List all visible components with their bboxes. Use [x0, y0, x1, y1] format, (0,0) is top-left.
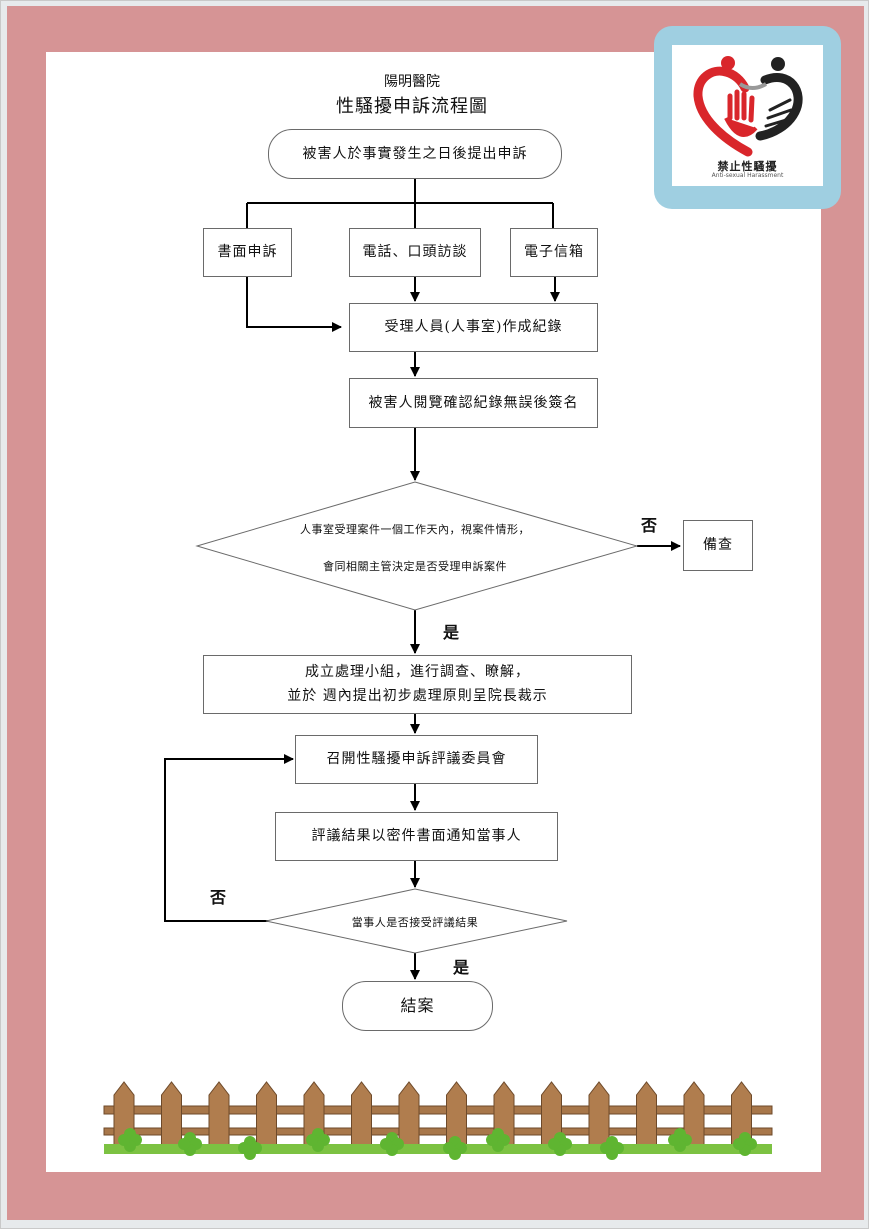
clover-icon: [178, 1132, 202, 1156]
yes-label-1: 是: [443, 623, 460, 642]
decision-accept-result: [265, 888, 568, 954]
fence-picket: [351, 1081, 372, 1149]
start-complaint: 被害人於事實發生之日後提出申訴: [268, 129, 562, 179]
channel-phone: 電話、口頭訪談: [349, 228, 481, 277]
hospital-name: 陽明醫院: [384, 74, 440, 90]
no-label-2: 否: [210, 888, 227, 907]
file-box: 備查: [683, 520, 753, 571]
clover-icon: [118, 1128, 142, 1152]
clover-icon: [600, 1136, 624, 1160]
clover-icon: [733, 1132, 757, 1156]
clover-icon: [548, 1132, 572, 1156]
fence-picket: [398, 1081, 420, 1149]
confirm-box: 被害人閱覽確認紀錄無誤後簽名: [349, 378, 598, 428]
fence-picket: [208, 1081, 230, 1149]
fence-picket: [256, 1081, 277, 1149]
decision-accept-case: [195, 481, 639, 611]
clover-icon: [238, 1136, 262, 1160]
badge-sublabel: Anti-sexual Harassment: [711, 172, 784, 179]
fence-picket: [161, 1081, 182, 1149]
clover-icon: [668, 1128, 692, 1152]
record-box: 受理人員(人事室)作成紀錄: [349, 303, 598, 352]
channel-written: 書面申訴: [203, 228, 292, 277]
notify-box: 評議結果以密件書面通知當事人: [275, 812, 558, 861]
chart-title: 性騷擾申訴流程圖: [336, 96, 488, 117]
no-label-1: 否: [641, 516, 658, 535]
decision1-line1: 人事室受理案件一個工作天內，視案件情形，: [300, 523, 530, 536]
badge-label: 禁止性騷擾: [717, 160, 778, 173]
clover-icon: [443, 1136, 467, 1160]
fence-picket: [636, 1081, 657, 1149]
clover-icon: [306, 1128, 330, 1152]
person-head-red-icon: [721, 56, 735, 70]
team-line1: 成立處理小組，進行調查、瞭解，: [305, 663, 530, 680]
person-head-black-icon: [771, 57, 785, 71]
decision1-line2: 會同相關主管決定是否受理申訴案件: [323, 560, 507, 573]
team-box: 成立處理小組，進行調查、瞭解， 並於 週內提出初步處理原則呈院長裁示: [203, 655, 632, 714]
committee-box: 召開性騷擾申訴評議委員會: [295, 735, 538, 784]
fence-picket: [588, 1081, 610, 1149]
yes-label-2: 是: [453, 958, 470, 977]
team-line2: 並於 週內提出初步處理原則呈院長裁示: [287, 687, 548, 704]
end-box: 結案: [342, 981, 493, 1031]
channel-email: 電子信箱: [510, 228, 598, 277]
decision2-text: 當事人是否接受評議結果: [351, 916, 479, 929]
clover-icon: [380, 1132, 404, 1156]
clover-icon: [486, 1128, 510, 1152]
